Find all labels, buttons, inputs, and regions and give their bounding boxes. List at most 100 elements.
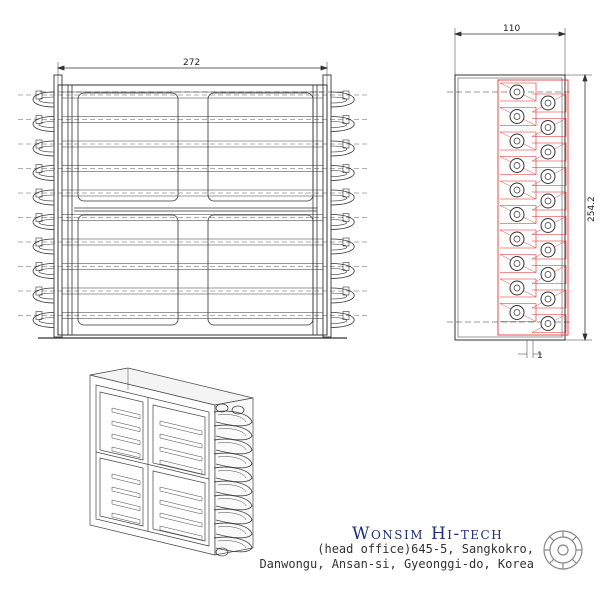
right-return-bend-inner [330,96,348,104]
left-return-bend-inner [38,145,55,153]
coil-cell-right [532,289,567,309]
iso-fin-slat [111,446,141,459]
right-return-bend-inner [330,243,348,251]
iso-fin-slat [111,420,141,433]
iso-fin-slat [159,525,203,541]
left-return-bend-inner [38,121,55,128]
iso-fin-slat [111,473,141,486]
tube-circle-rear [540,169,556,184]
tube-bore-front [513,186,521,194]
iso-bend [213,536,253,553]
right-return-bend-inner [330,121,348,128]
tube-bore-rear [544,271,552,278]
tube-circle-front [509,207,525,222]
left-fitting [35,164,43,173]
right-return-bend [330,238,355,255]
tube-circle-rear [540,242,556,258]
iso-fin-slat [111,407,141,420]
right-fitting [342,188,350,198]
left-return-bend-inner [38,219,55,226]
iso-port-top [231,405,245,415]
left-fitting [35,262,43,271]
coil-cell-left [500,229,537,249]
tube-circle-front [509,158,525,173]
tube-bore-rear [544,99,552,107]
iso-port-bottom [215,547,229,557]
left-return-bend [32,91,55,108]
side-view: 110 254.2 1 [447,24,597,361]
right-return-bend-inner [330,145,348,153]
tube-bore-front [513,162,521,169]
iso-bend [213,438,253,455]
isometric-view [89,367,254,557]
right-return-bend [330,91,355,108]
left-return-bend-inner [38,292,55,300]
coil-cell-right [532,265,567,284]
iso-bend-inner [217,540,247,549]
left-fitting [35,286,43,296]
tube-circle-rear [540,120,556,135]
right-return-bend-inner [330,317,348,324]
left-return-bend-inner [38,317,55,324]
tube-bore-front [513,137,521,145]
coil-cell-left [500,278,537,298]
iso-bend [213,424,253,441]
right-return-bend [330,189,355,206]
right-fitting [342,139,350,149]
coil-cell-right [532,191,567,211]
right-return-bend-inner [330,268,348,275]
tube-circle-rear [540,316,556,331]
tube-bore-rear [544,246,552,254]
tube-circle-rear [540,193,556,209]
front-coil-rows [18,90,368,328]
iso-bend-inner [217,414,247,423]
right-return-bend [330,312,355,328]
iso-fin-slat [111,512,141,525]
isometric-fin-slats [111,407,203,541]
tube-circle-front [509,109,525,124]
tube-circle-front [509,231,525,247]
left-return-bend [32,189,55,206]
right-return-bend-inner [330,219,348,226]
iso-fin-slat [111,499,141,512]
right-fitting [342,262,350,271]
left-return-bend [32,287,55,304]
front-width-dimension: 272 [183,58,200,68]
tube-circle-front [509,280,525,296]
left-return-bend-inner [38,170,55,177]
left-fitting [35,213,43,222]
coil-cell-right [532,93,567,113]
coil-cell-left [500,205,537,224]
iso-bend [213,522,253,539]
right-return-bend [330,140,355,157]
side-height-dimension: 254.2 [587,196,597,222]
coil-cell-right [532,314,567,333]
tube-bore-front [513,309,521,316]
tube-bore-front [513,88,521,96]
coil-cell-left [500,131,537,151]
coil-cell-right [532,118,567,137]
iso-port-top [215,403,229,413]
company-name: Wonsim Hi-tech [352,524,504,544]
tube-bore-front [513,284,521,292]
tube-bore-front [513,211,521,218]
iso-fin-slat [159,499,203,515]
right-fitting [342,311,350,320]
coil-cell-right [532,240,567,260]
side-offset-dimension: 1 [537,351,543,361]
side-depth-dimension: 110 [503,24,520,34]
right-return-bend [330,214,355,230]
left-return-bend [32,116,55,132]
right-fitting [342,90,350,100]
iso-fin-slat [159,486,203,502]
tube-bore-front [513,113,521,120]
coil-cell-right [532,216,567,235]
left-fitting [35,139,43,149]
tube-bore-rear [544,222,552,229]
tube-circle-rear [540,291,556,307]
tube-circle-rear [540,144,556,160]
iso-bend-inner [217,442,247,451]
left-return-bend [32,140,55,157]
iso-fin-slat [111,486,141,499]
left-return-bend [32,165,55,181]
